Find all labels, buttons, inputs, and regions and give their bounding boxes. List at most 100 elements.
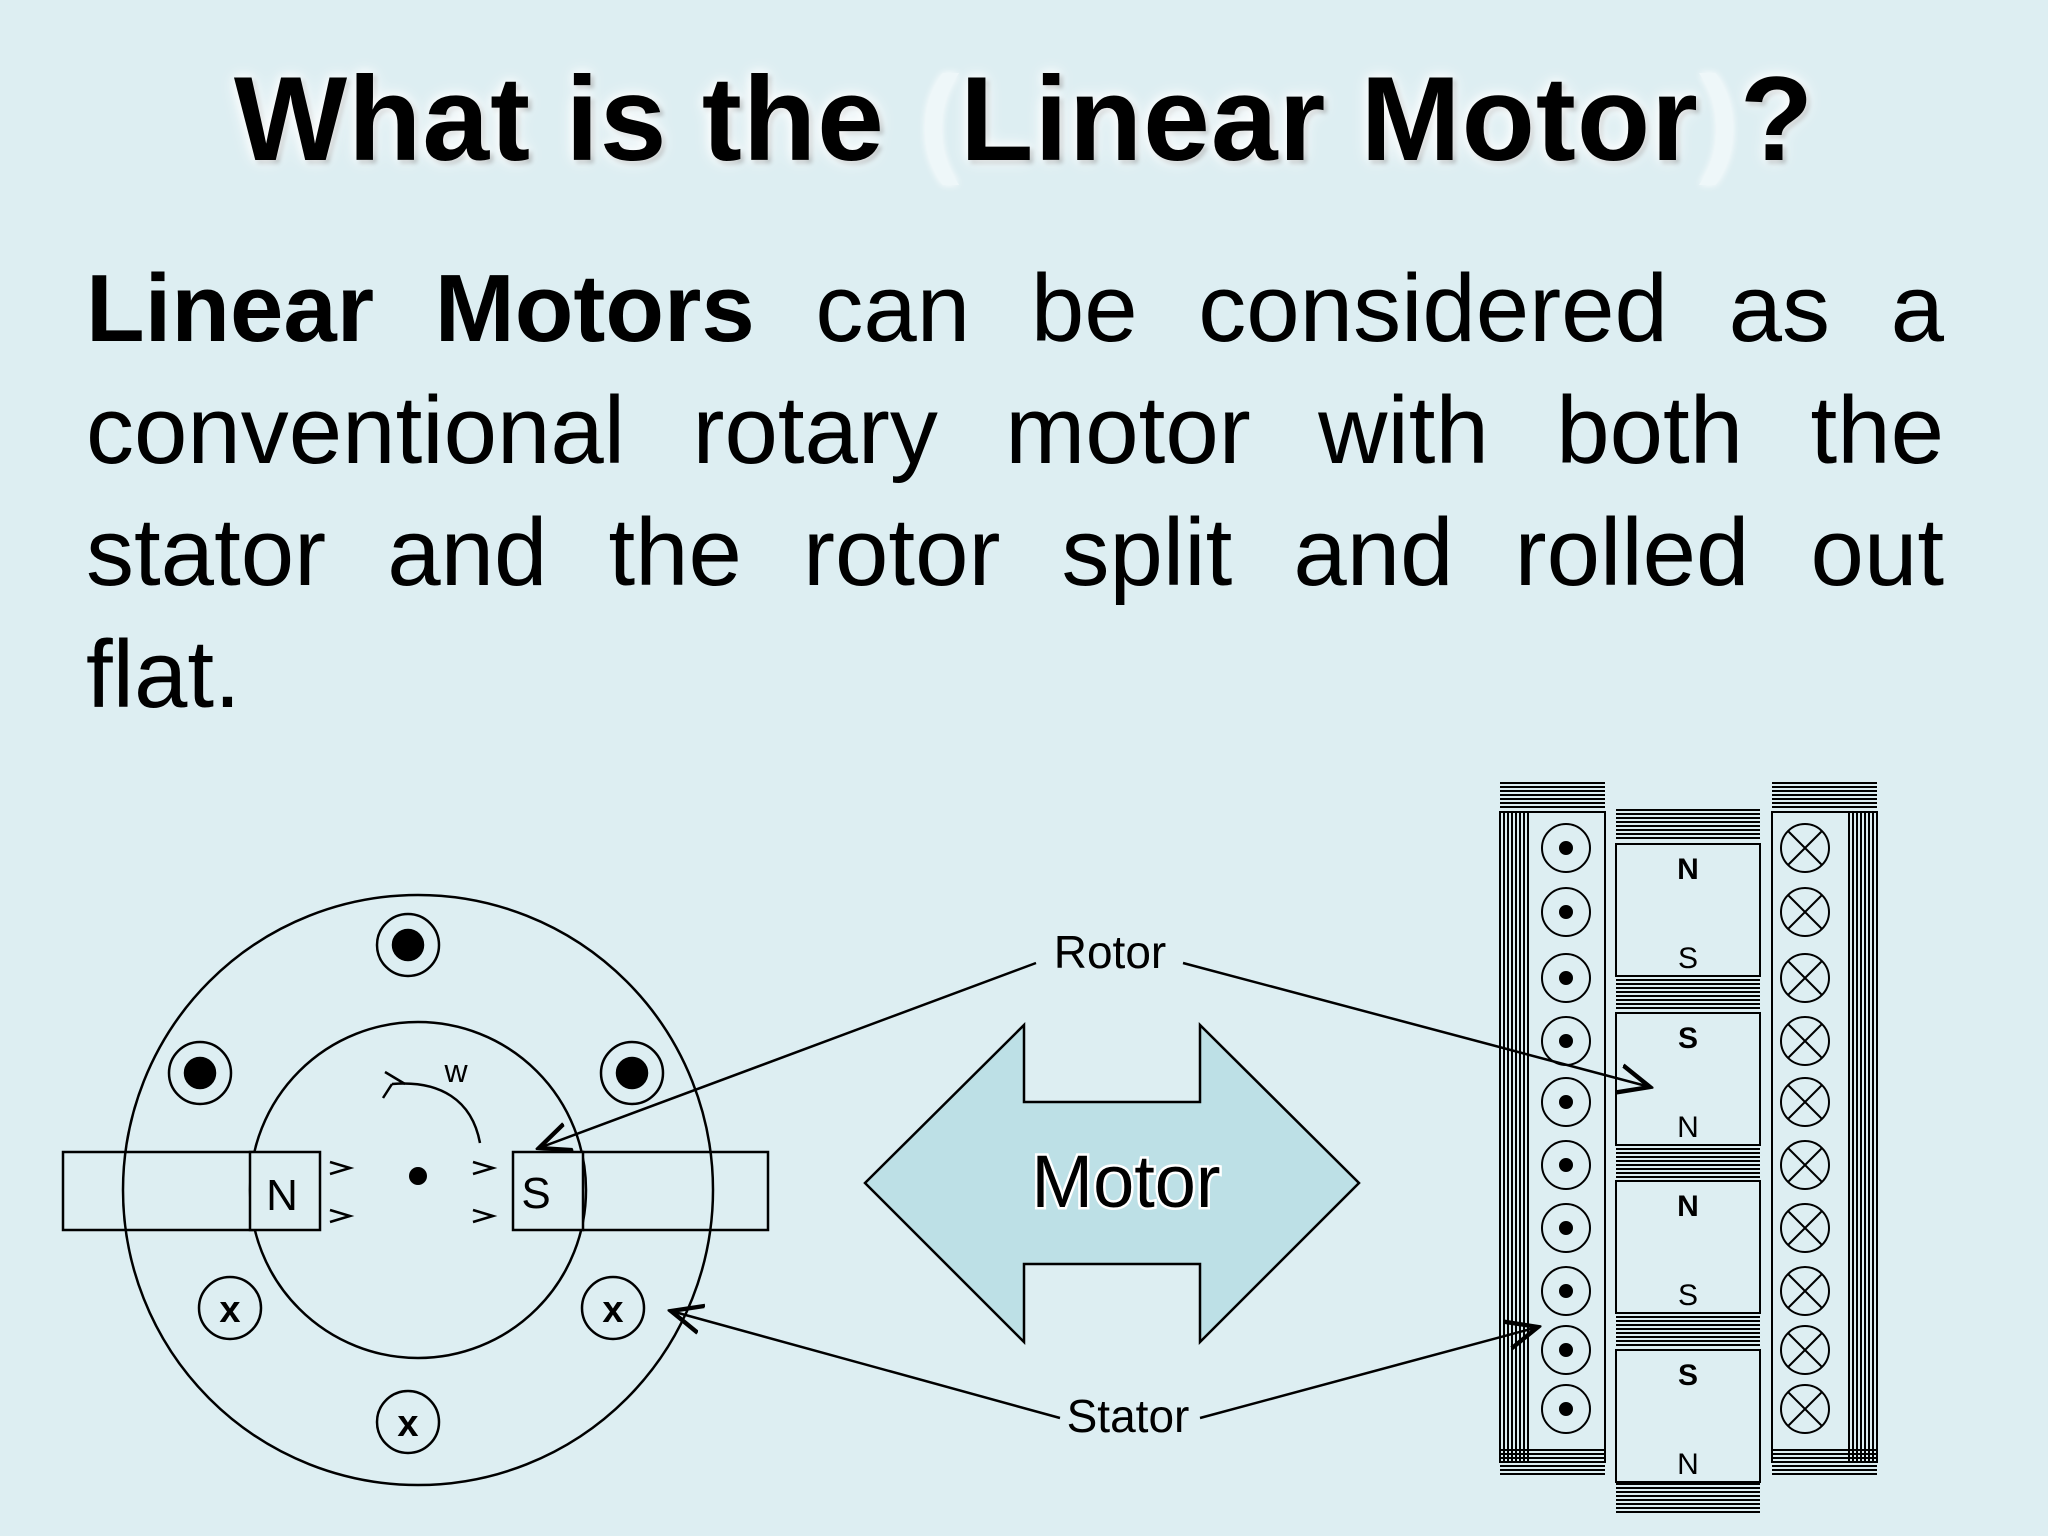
- title-open-paren: (: [919, 52, 961, 186]
- rotor-magnet: [1615, 1180, 1761, 1314]
- rotor-center-dot: [409, 1167, 427, 1185]
- cross-mark-icon: [1787, 830, 1823, 866]
- x-mark-icon: x: [397, 1403, 418, 1445]
- magnet-top-label: N: [1677, 1190, 1699, 1223]
- cross-mark-icon: [1787, 1147, 1823, 1183]
- cross-mark-icon: [1787, 1273, 1823, 1309]
- body-paragraph: Linear Motors can be considered as a con…: [86, 248, 1944, 736]
- cross-mark-icon: [1787, 1210, 1823, 1246]
- current-out-dot: [1559, 1034, 1573, 1048]
- current-in-icon: [1780, 1016, 1830, 1066]
- current-out-dot: [1559, 971, 1573, 985]
- x-mark-icon: x: [219, 1289, 240, 1331]
- current-out-dot: [391, 928, 425, 962]
- current-out-icon: [599, 1040, 665, 1106]
- callout-lines: [539, 961, 1650, 1420]
- rotor-magnet: [1615, 1012, 1761, 1146]
- magnet-bottom-label: S: [1678, 1279, 1698, 1312]
- x-mark-icon: x: [602, 1289, 623, 1331]
- pole-n-box: [248, 1150, 322, 1232]
- current-out-dot: [1559, 841, 1573, 855]
- current-out-dot: [1559, 1095, 1573, 1109]
- rotor-label: Rotor: [1054, 926, 1166, 978]
- pole-n-label: N: [266, 1171, 298, 1220]
- current-out-icon: [1541, 1203, 1591, 1253]
- current-in-icon: [1780, 1266, 1830, 1316]
- current-in-icon: [1780, 1325, 1830, 1375]
- stator-callout-left: [671, 1311, 1061, 1420]
- double-arrow-shape: [863, 1021, 1361, 1346]
- rotation-arrowhead: [381, 1070, 406, 1099]
- current-in-icon: [1780, 887, 1830, 937]
- current-in-icon: [1780, 1384, 1830, 1434]
- magnet-bottom-label: N: [1677, 1448, 1699, 1481]
- cross-mark-icon: [1787, 1332, 1823, 1368]
- current-out-icon: [1541, 953, 1591, 1003]
- body-line-1: Linear Motors can be considered as a: [86, 248, 1944, 370]
- current-in-icon: [1780, 1077, 1830, 1127]
- title-prefix: What is the: [233, 52, 920, 186]
- magnet-top-label: N: [1677, 853, 1699, 886]
- current-in-icon: [197, 1275, 263, 1341]
- cross-mark-icon: [1787, 960, 1823, 996]
- cross-mark-icon: [1787, 1391, 1823, 1427]
- current-out-dot: [1559, 1158, 1573, 1172]
- stator-label: Stator: [1067, 1390, 1190, 1442]
- current-out-dot: [183, 1056, 217, 1090]
- body-line-3: stator and the rotor split and rolled ou…: [86, 499, 1944, 606]
- rotary-motor: [61, 893, 770, 1487]
- title-subject: Linear Motor: [960, 52, 1699, 186]
- current-out-icon: [1541, 1266, 1591, 1316]
- magnet-top-label: S: [1678, 1022, 1698, 1055]
- rotary-windings: [167, 912, 665, 1455]
- current-in-icon: [1780, 1203, 1830, 1253]
- magnet-top-label: S: [1678, 1359, 1698, 1392]
- rotation-arc: [391, 1082, 482, 1144]
- rotor-callout-left: [539, 961, 1037, 1148]
- omega-label: w: [443, 1053, 468, 1089]
- current-out-dot: [1559, 1402, 1573, 1416]
- pole-s-label: S: [521, 1169, 550, 1218]
- rotor-magnet: [1615, 843, 1761, 977]
- title-suffix: ?: [1739, 52, 1815, 186]
- current-out-icon: [167, 1040, 233, 1106]
- current-out-dot: [1559, 1343, 1573, 1357]
- body-bold-lead: Linear Motors: [86, 255, 755, 362]
- current-in-marks: x x x: [219, 1289, 623, 1445]
- pole-s-box: [511, 1150, 585, 1232]
- rotor-magnet: [1615, 1349, 1761, 1483]
- stator-callout-right: [1199, 1327, 1538, 1420]
- cross-mark-icon: [1787, 894, 1823, 930]
- motor-label: Motor: [1031, 1140, 1220, 1223]
- current-in-icon: [1780, 823, 1830, 873]
- cross-mark-icon: [1787, 1023, 1823, 1059]
- current-out-dot: [1559, 1284, 1573, 1298]
- current-out-icon: [1541, 1077, 1591, 1127]
- current-out-dot: [1559, 905, 1573, 919]
- stator-outer-circle: [121, 893, 715, 1487]
- magnet-bottom-label: S: [1678, 942, 1698, 975]
- current-out-icon: [375, 912, 441, 978]
- current-out-dot: [615, 1056, 649, 1090]
- body-line-4: flat.: [86, 621, 241, 728]
- current-out-icon: [1541, 1325, 1591, 1375]
- slide-title: What is the (Linear Motor)?: [0, 50, 2048, 188]
- rotor-callout-right: [1182, 961, 1650, 1087]
- current-out-icon: [1541, 1140, 1591, 1190]
- current-in-icon: [375, 1389, 441, 1455]
- cross-mark-icon: [1787, 1084, 1823, 1120]
- body-line1-rest: can be considered as a: [815, 255, 1945, 362]
- current-out-dot: [1559, 1221, 1573, 1235]
- title-close-paren: ): [1698, 52, 1740, 186]
- flux-arrows: [329, 1160, 498, 1224]
- current-out-icon: [1541, 887, 1591, 937]
- magnet-bottom-label: N: [1677, 1111, 1699, 1144]
- current-in-icon: [580, 1275, 646, 1341]
- current-in-icon: [1780, 953, 1830, 1003]
- body-line-2: conventional rotary motor with both the: [86, 377, 1944, 484]
- current-out-icon: [1541, 823, 1591, 873]
- current-in-icon: [1780, 1140, 1830, 1190]
- linear-motor: N S S N N S S N: [1499, 782, 1878, 1513]
- current-out-icon: [1541, 1016, 1591, 1066]
